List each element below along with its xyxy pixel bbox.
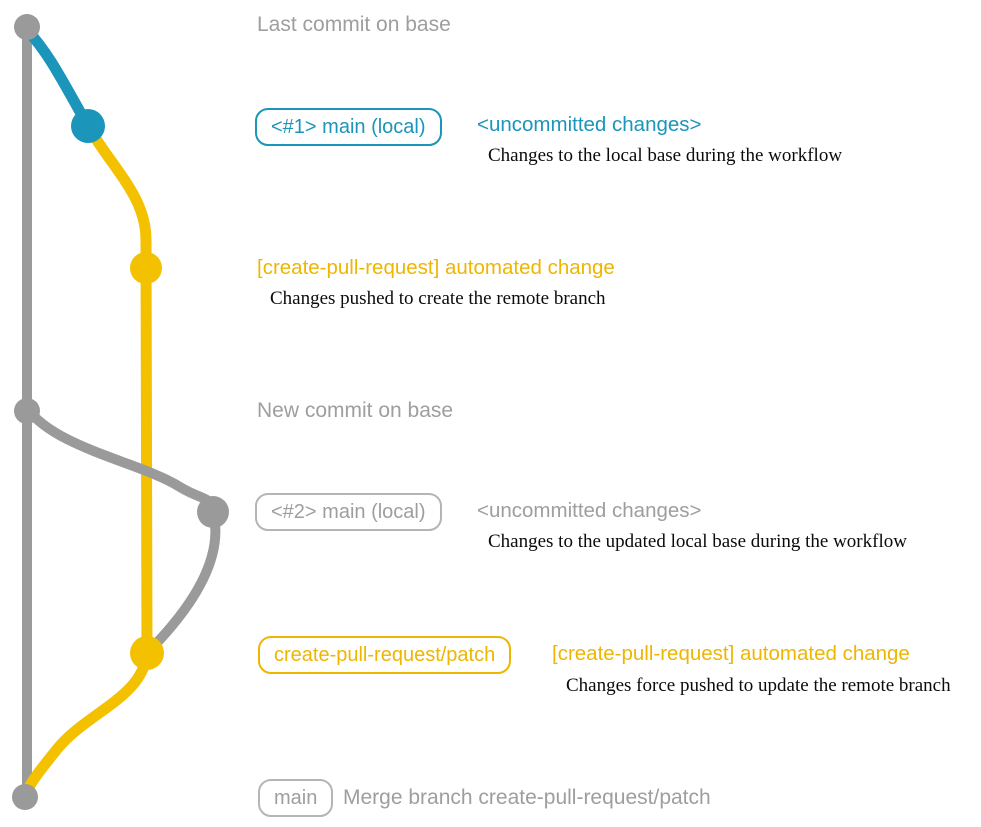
patch-branch-line [82,120,153,659]
branch-badge-main-local-2: <#2> main (local) [255,493,442,531]
caption-changes-force-pushed: Changes force pushed to update the remot… [566,675,951,696]
note-last-commit-on-base: Last commit on base [257,13,451,36]
commit-node-patch-2 [130,636,164,670]
commit-node-merge-base [12,784,38,810]
caption-local-base-changes: Changes to the local base during the wor… [488,145,843,166]
commit-node-main-local-1 [71,109,105,143]
branch-badge-patch: create-pull-request/patch [258,636,512,674]
caption-changes-pushed: Changes pushed to create the remote bran… [270,288,606,309]
main-local-2-rebase-line [145,507,221,655]
main-local-branch-line [21,24,94,132]
commit-node-patch-1 [130,252,162,284]
commit-node-new-base [14,398,40,424]
commit-message-uncommitted-1: <uncommitted changes> [477,113,702,136]
commit-node-last-base [14,14,40,40]
commit-message-merge-branch: Merge branch create-pull-request/patch [343,786,711,809]
note-new-commit-on-base: New commit on base [257,399,454,422]
branch-badge-main-local-1: <#1> main (local) [255,108,442,146]
caption-updated-local-base-changes: Changes to the updated local base during… [488,531,907,552]
commit-message-automated-change-2: [create-pull-request] automated change [552,642,910,665]
branch-badge-main: main [258,779,334,817]
main-local-2-branch-line [22,403,218,517]
commit-node-main-local-2 [197,496,229,528]
commit-message-automated-change-1: [create-pull-request] automated change [257,256,615,279]
patch-merge-line [20,647,153,799]
commit-message-uncommitted-2: <uncommitted changes> [477,499,702,522]
